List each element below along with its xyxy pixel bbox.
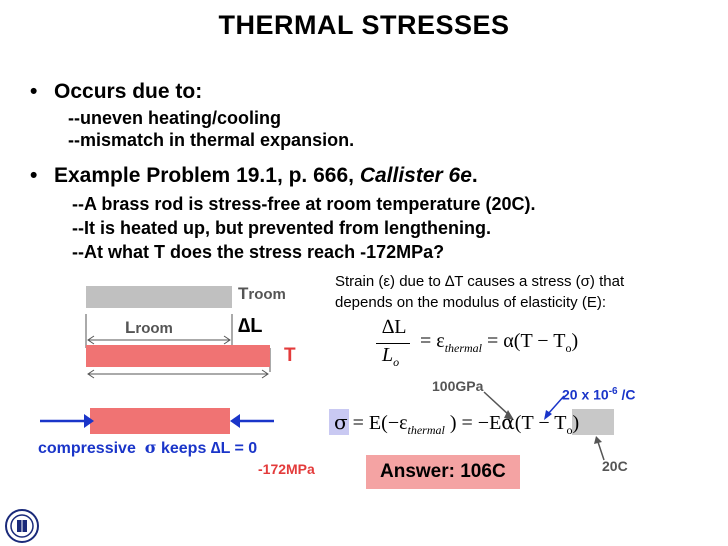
university-seal-icon bbox=[5, 509, 39, 543]
eq-eps-thermal: = εthermal = α(T − To) bbox=[420, 330, 579, 355]
eq-delta-l: ∆L bbox=[382, 316, 407, 338]
rod-compressed bbox=[90, 408, 230, 434]
answer-box: Answer: 106C bbox=[366, 455, 520, 489]
bullet-text: Example Problem 19.1, p. 666, bbox=[54, 164, 360, 187]
stress-value: -172MPa bbox=[258, 461, 315, 477]
room-temp-arrow bbox=[594, 436, 605, 461]
delta-l-label: ∆L bbox=[238, 315, 263, 337]
sub-item: --A brass rod is stress-free at room tem… bbox=[72, 194, 536, 214]
rod-room-temp bbox=[86, 286, 232, 308]
strain-note-line: depends on the modulus of elasticity (E)… bbox=[335, 294, 606, 311]
rod-heated bbox=[86, 345, 270, 367]
bullet-text: Occurs due to: bbox=[54, 80, 203, 103]
room-temp-value: 20C bbox=[602, 458, 628, 474]
t-label: T bbox=[284, 345, 296, 366]
fraction-bar bbox=[376, 343, 410, 344]
compression-arrows bbox=[40, 414, 274, 428]
bullet-example: • Example Problem 19.1, p. 666, Callister… bbox=[30, 164, 478, 188]
bullet-end: . bbox=[471, 164, 478, 187]
page-title: THERMAL STRESSES bbox=[218, 10, 510, 40]
dimension-arrows bbox=[85, 314, 271, 379]
to-highlight bbox=[572, 409, 614, 435]
alpha-value: 20 x 10-6 /C bbox=[562, 386, 636, 403]
strain-note-line: Strain (ε) due to ∆T causes a stress (σ)… bbox=[335, 273, 625, 290]
sub-item: --It is heated up, but prevented from le… bbox=[72, 218, 492, 238]
compressive-caption: compressive σ keeps ∆L = 0 bbox=[38, 438, 258, 457]
annotation-arrows bbox=[483, 391, 565, 420]
sub-item: --mismatch in thermal expansion. bbox=[68, 130, 355, 150]
bullet-dot: • bbox=[30, 80, 38, 103]
lroom-label: Lroom bbox=[125, 318, 173, 337]
sub-item: --At what T does the stress reach -172MP… bbox=[72, 242, 445, 262]
modulus-label: 100GPa bbox=[432, 378, 484, 394]
sigma-highlight bbox=[329, 409, 349, 435]
troom-label: Troom bbox=[238, 284, 286, 303]
book-title: Callister 6e bbox=[359, 164, 472, 187]
bullet-dot: • bbox=[30, 164, 38, 187]
bullet-occurs: • Occurs due to: bbox=[30, 80, 202, 104]
sub-item: --uneven heating/cooling bbox=[68, 108, 282, 128]
equation-stress: σ = E(−εthermal ) = −Eα(T − To) bbox=[334, 410, 580, 437]
eq-lo: Lo bbox=[382, 344, 400, 369]
